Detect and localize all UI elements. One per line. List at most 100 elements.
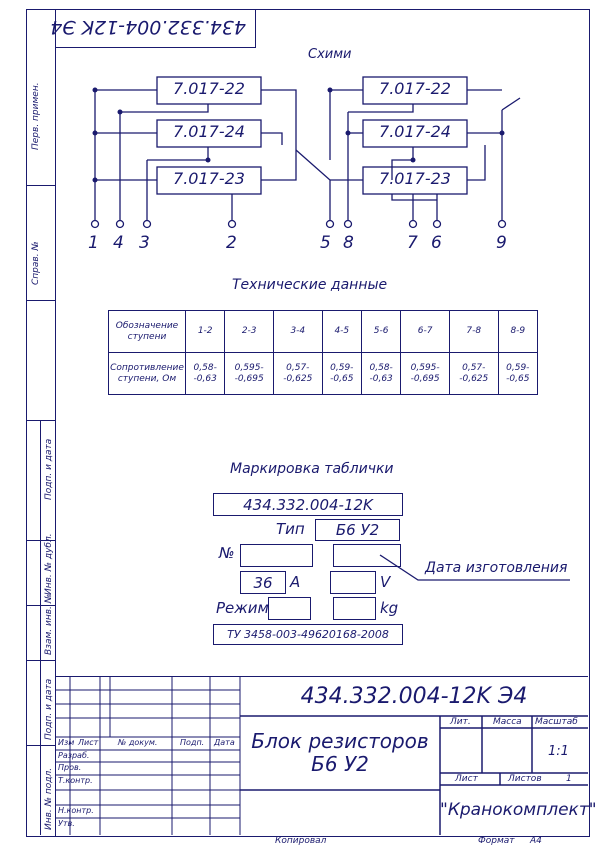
footer-copied: Копировал: [275, 836, 327, 846]
tb-col-header: Изм: [58, 738, 75, 747]
value-line: 0,58-: [193, 362, 217, 373]
footer-format: Формат: [478, 836, 515, 846]
header-line: ступени: [127, 331, 167, 342]
tb-sheets-label: Листов: [508, 774, 542, 784]
terminal-label: 7: [407, 233, 418, 253]
value-line: 0,58-: [369, 362, 393, 373]
value-line: -0,65: [330, 373, 354, 384]
value-line: 0,59-: [330, 362, 354, 373]
plate-date-field: [333, 544, 401, 567]
left-block-label: 7.017-24: [173, 122, 245, 141]
plate-mode-field: [268, 597, 311, 620]
header-line: Обозначение: [115, 320, 179, 331]
tb-sheets-value: 1: [566, 774, 572, 784]
terminal-label: 3: [139, 233, 150, 253]
plate-type-label: Тип: [276, 520, 305, 538]
value-cell: 0,58--0,63: [184, 352, 226, 395]
terminal-label: 2: [226, 233, 237, 253]
tb-role: Разраб.: [58, 751, 90, 760]
value-line: -0,63: [193, 373, 217, 384]
plate-date-label: Дата изготовления: [425, 560, 568, 576]
plate-code: 434.332.004-12K: [213, 493, 403, 516]
plate-current-field: 36: [240, 571, 286, 594]
tech-table: Обозначение ступени 1-2 2-3 3-4 4-5 5-6 …: [108, 310, 539, 395]
plate-number-field: [240, 544, 313, 567]
plate-weight-unit: kg: [380, 599, 399, 617]
tb-role: Утв.: [58, 819, 75, 828]
side-divider: [26, 300, 55, 301]
top-stamp-box: [56, 10, 256, 48]
tb-scale-value: 1:1: [548, 744, 569, 759]
footer-format-value: A4: [530, 836, 542, 846]
value-line: -0,625: [459, 373, 489, 384]
plate-weight-field: [333, 597, 376, 620]
col-header: 8-9: [497, 310, 539, 353]
value-line: -0,65: [506, 373, 530, 384]
plate-current-unit: A: [290, 573, 301, 591]
tb-name-line1: Блок резисторов: [251, 729, 429, 753]
plate-voltage-field: [330, 571, 376, 594]
left-block-label: 7.017-23: [173, 169, 245, 188]
value-line: 0,57-: [462, 362, 486, 373]
plate-type-value: Б6 У2: [315, 519, 400, 541]
side-inner-line: [40, 420, 41, 835]
tb-mass-label: Масса: [493, 717, 522, 727]
table-header-cell: Обозначение ступени: [108, 310, 186, 353]
tb-role: Н.контр.: [58, 806, 94, 815]
plate-voltage-unit: V: [380, 573, 391, 591]
title-block: [55, 676, 588, 836]
terminal-label: 8: [343, 233, 354, 253]
tb-col-header: Подп.: [180, 738, 205, 747]
header-line: Сопротивление: [110, 362, 184, 373]
col-header: 1-2: [184, 310, 226, 353]
value-cell: 0,58--0,63: [360, 352, 402, 395]
terminal-label: 6: [431, 233, 442, 253]
value-line: -0,695: [410, 373, 440, 384]
plate-mode-label: Режим: [216, 599, 269, 617]
schemes-title: Схими: [308, 47, 352, 62]
value-cell: 0,57--0,625: [272, 352, 323, 395]
tech-title: Технические данные: [232, 277, 388, 293]
value-line: 0,595-: [410, 362, 440, 373]
value-cell: 0,595--0,695: [400, 352, 450, 395]
value-line: -0,63: [369, 373, 393, 384]
terminal-label: 1: [88, 233, 99, 253]
right-block-label: 7.017-24: [379, 122, 451, 141]
tb-doc-code: 434.332.004-12K Э4: [300, 684, 528, 709]
left-block-label: 7.017-22: [173, 79, 245, 98]
value-line: -0,625: [283, 373, 313, 384]
tb-lit-label: Лит.: [450, 717, 471, 727]
tb-scale-label: Масштаб: [535, 717, 578, 727]
header-line: ступени, Ом: [117, 373, 177, 384]
col-header: 6-7: [400, 310, 450, 353]
outer-frame: [55, 9, 590, 837]
right-block-label: 7.017-22: [379, 79, 451, 98]
col-header: 3-4: [272, 310, 323, 353]
tb-col-header: Лист: [78, 738, 99, 747]
terminal-label: 5: [320, 233, 331, 253]
terminal-label: 9: [496, 233, 507, 253]
table-row: Сопротивление ступени, Ом 0,58--0,63 0,5…: [108, 352, 539, 395]
table-header-cell: Сопротивление ступени, Ом: [108, 352, 186, 395]
side-divider: [26, 185, 55, 186]
value-cell: 0,595--0,695: [224, 352, 274, 395]
tb-col-header: Дата: [214, 738, 235, 747]
table-row: Обозначение ступени 1-2 2-3 3-4 4-5 5-6 …: [108, 310, 539, 353]
value-line: -0,695: [234, 373, 264, 384]
tb-name-line2: Б6 У2: [311, 752, 369, 776]
value-cell: 0,59--0,65: [497, 352, 539, 395]
value-line: 0,57-: [286, 362, 310, 373]
tb-sheet-label: Лист: [455, 774, 478, 784]
tb-role: Пров.: [58, 763, 82, 772]
right-block-label: 7.017-23: [379, 169, 451, 188]
terminal-label: 4: [113, 233, 124, 253]
tb-col-header: № докум.: [118, 738, 158, 747]
tb-company: "Кранокомплект": [440, 800, 597, 820]
value-line: 0,59-: [506, 362, 530, 373]
side-strip: [26, 9, 56, 837]
plate-number-label: №: [219, 544, 235, 562]
